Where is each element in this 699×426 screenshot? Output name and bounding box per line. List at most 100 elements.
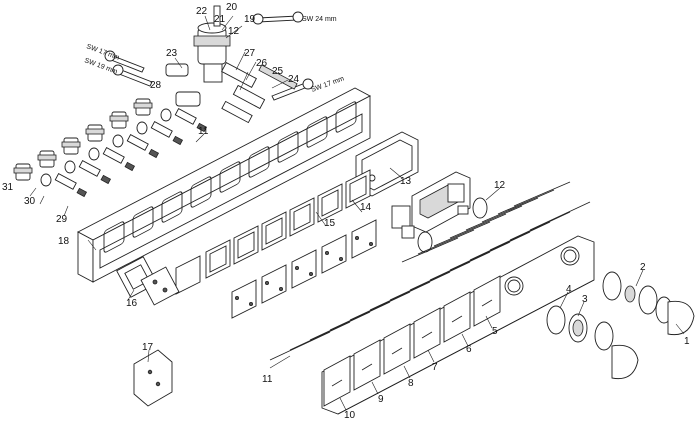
label-18: 18: [58, 236, 70, 247]
label-31: 31: [2, 182, 14, 193]
valve-nut: [61, 141, 81, 148]
valve-nut: [109, 115, 129, 122]
label-20: 20: [226, 2, 238, 13]
gasket-plate: [351, 219, 377, 259]
seal-plate-inner: [237, 231, 255, 259]
seal-plate-inner: [265, 217, 283, 245]
valve-extension: [150, 121, 173, 138]
screw: [309, 311, 371, 341]
valve-washer: [40, 173, 52, 187]
label-22: 22: [196, 6, 208, 17]
screw: [449, 241, 511, 271]
main-cartridge: [193, 5, 231, 83]
gasket-plate: [291, 249, 317, 289]
fixing-screws: [269, 181, 591, 361]
button-symbol: [391, 347, 403, 355]
seal-plate-inner: [321, 189, 339, 217]
screw: [289, 321, 351, 351]
gasket-hole: [324, 250, 329, 255]
gasket-hole: [368, 241, 373, 246]
frame-opening: [190, 176, 212, 208]
valve-washer: [160, 108, 172, 122]
label-3: 3: [582, 294, 588, 305]
wrench-sw17-upper: [104, 50, 145, 73]
gasket-plate: [261, 264, 287, 304]
square-gasket: [116, 256, 180, 306]
label-8: 8: [408, 378, 414, 389]
control-button: [413, 307, 441, 359]
label-11-lower: 11: [262, 374, 273, 385]
frame-opening: [132, 206, 154, 238]
frame-opening: [161, 191, 183, 223]
gasket-plates: [231, 219, 377, 319]
thermostat-dial-openings: [504, 246, 580, 296]
gasket-hole: [264, 280, 269, 285]
wrench-label-sw17-right: SW 17 mm: [310, 75, 345, 93]
control-button: [443, 291, 471, 343]
gasket-hole: [248, 301, 253, 306]
gasket-plate: [231, 279, 257, 319]
label-9: 9: [378, 394, 384, 405]
screw: [481, 197, 539, 223]
label-15: 15: [324, 218, 336, 229]
label-14: 14: [360, 202, 372, 213]
cartridge-parts: [165, 61, 298, 124]
frame-opening: [248, 146, 270, 178]
valve-washer: [64, 160, 76, 174]
screw: [469, 231, 531, 261]
button-symbol: [481, 299, 493, 307]
control-button: [323, 355, 351, 407]
label-21: 21: [214, 14, 226, 25]
screw: [389, 271, 451, 301]
valve-extension: [54, 173, 77, 190]
label-16: 16: [126, 298, 138, 309]
button-symbol: [331, 379, 343, 387]
label-27: 27: [244, 48, 256, 59]
label-26: 26: [256, 58, 268, 69]
label-12-top: 12: [228, 26, 240, 37]
button-symbol: [451, 315, 463, 323]
seal-plate: [205, 239, 231, 279]
screw: [401, 237, 459, 263]
label-7: 7: [432, 362, 438, 373]
label-6: 6: [466, 344, 472, 355]
seal-plate-inner: [209, 245, 227, 273]
label-11-upper: 11: [198, 126, 209, 137]
label-2: 2: [640, 262, 646, 273]
gasket-hole: [294, 265, 299, 270]
gasket-hole: [234, 295, 239, 300]
mounting-frame: [77, 87, 371, 283]
valve-nut: [133, 102, 153, 109]
valve-tip: [196, 122, 208, 133]
wrench-sw24: [252, 11, 304, 25]
screw: [513, 181, 571, 207]
gasket-hole: [278, 286, 283, 291]
frame-opening: [103, 221, 125, 253]
valve-tip: [76, 187, 88, 198]
label-19: 19: [244, 14, 256, 25]
valve-washer: [88, 147, 100, 161]
seal-plate: [345, 169, 371, 209]
valve-tip: [148, 148, 160, 159]
label-10: 10: [344, 410, 356, 421]
screw: [349, 291, 411, 321]
label-12-right: 12: [494, 180, 506, 191]
leader-lines: [29, 15, 685, 411]
button-symbol: [361, 363, 373, 371]
screw: [465, 205, 523, 231]
label-5: 5: [492, 326, 498, 337]
label-24: 24: [288, 74, 300, 85]
valve-extension: [126, 134, 149, 151]
label-17: 17: [142, 342, 154, 353]
control-button: [353, 339, 381, 391]
seal-plate: [317, 183, 343, 223]
seal-plate: [175, 255, 201, 295]
part-labels: 22 20 21 19 12 23 27 26 25 24 28 11 13 1…: [2, 2, 690, 421]
gasket-hole: [308, 271, 313, 276]
button-symbol: [421, 331, 433, 339]
screw: [509, 211, 571, 241]
valve-extension: [174, 108, 197, 125]
wrench-label-sw24: SW 24 mm: [302, 16, 337, 23]
